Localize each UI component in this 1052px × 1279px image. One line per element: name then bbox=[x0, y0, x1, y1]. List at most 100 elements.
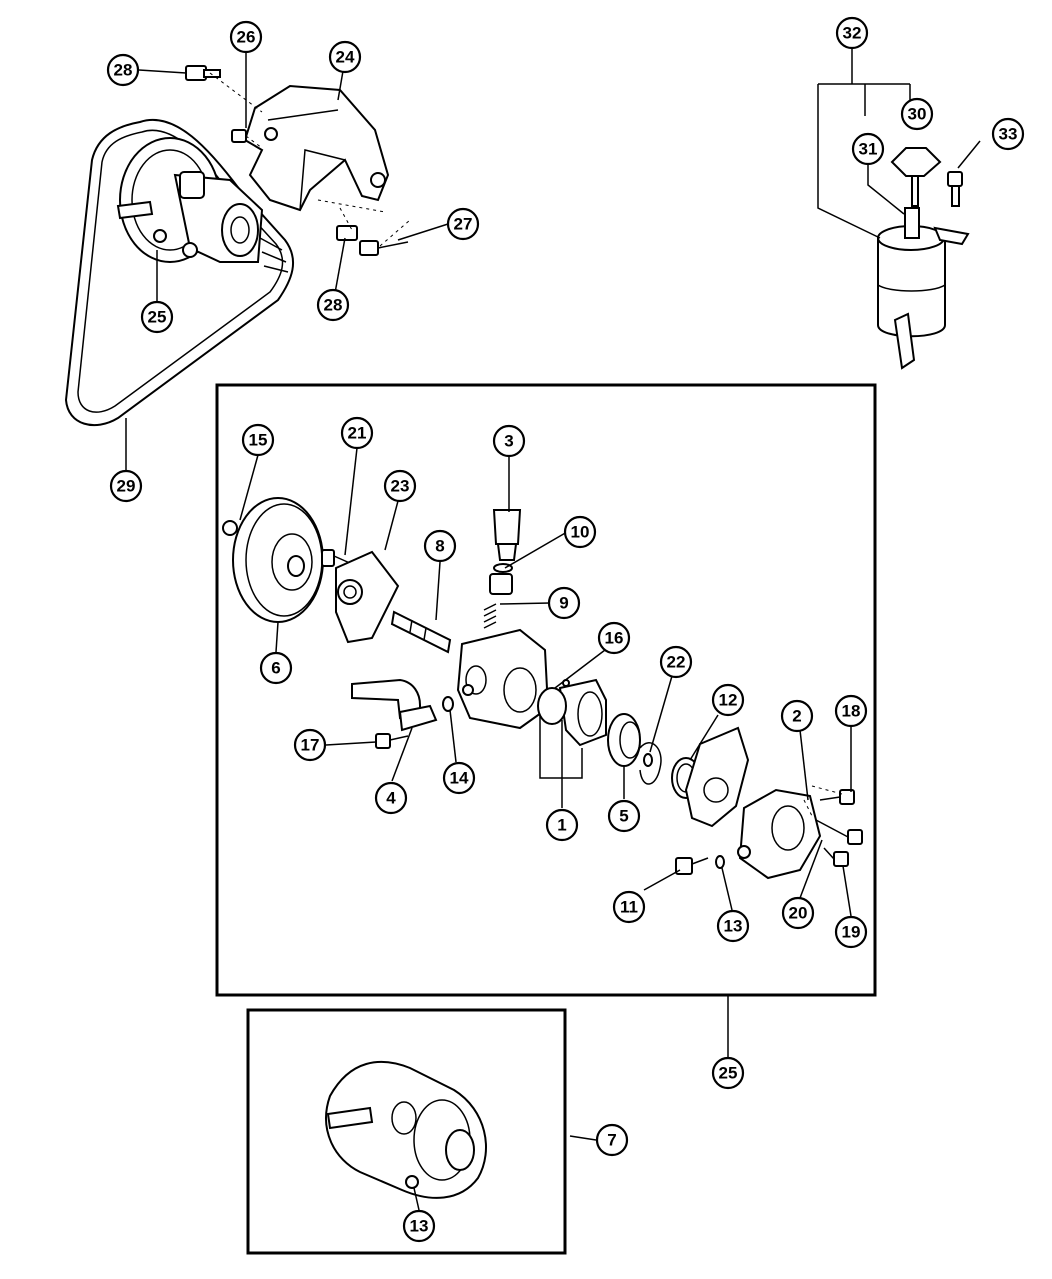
callout-19: 19 bbox=[834, 915, 868, 949]
svg-text:26: 26 bbox=[237, 28, 256, 47]
svg-text:18: 18 bbox=[842, 702, 861, 721]
callout-17: 17 bbox=[293, 728, 327, 762]
svg-text:5: 5 bbox=[619, 807, 628, 826]
callout-33: 33 bbox=[991, 117, 1025, 151]
callout-2: 2 bbox=[780, 699, 814, 733]
callout-21: 21 bbox=[340, 416, 374, 450]
callout-13: 13 bbox=[716, 909, 750, 943]
svg-text:24: 24 bbox=[336, 48, 355, 67]
svg-text:32: 32 bbox=[843, 24, 862, 43]
callout-11: 11 bbox=[612, 890, 646, 924]
callout-32: 32 bbox=[835, 16, 869, 50]
svg-text:28: 28 bbox=[324, 296, 343, 315]
callout-4: 4 bbox=[374, 781, 408, 815]
callout-26: 26 bbox=[229, 20, 263, 54]
svg-text:22: 22 bbox=[667, 653, 686, 672]
callout-24: 24 bbox=[328, 40, 362, 74]
bolt-17 bbox=[375, 733, 409, 749]
pressure-plate bbox=[607, 713, 641, 767]
callout-16: 16 bbox=[597, 621, 631, 655]
callout-28-top: 28 bbox=[106, 53, 140, 87]
svg-text:29: 29 bbox=[117, 477, 136, 496]
callout-15: 15 bbox=[241, 423, 275, 457]
callout-30: 30 bbox=[900, 97, 934, 131]
svg-text:13: 13 bbox=[724, 917, 743, 936]
callout-12: 12 bbox=[711, 683, 745, 717]
exploded-view-frame bbox=[215, 383, 877, 997]
reservoir bbox=[877, 207, 970, 370]
callout-18: 18 bbox=[834, 694, 868, 728]
callout-31: 31 bbox=[851, 132, 885, 166]
svg-text:12: 12 bbox=[719, 691, 738, 710]
gasket bbox=[684, 726, 750, 828]
o-ring-22 bbox=[643, 753, 653, 767]
callout-28-bottom: 28 bbox=[316, 288, 350, 322]
svg-text:27: 27 bbox=[454, 215, 473, 234]
union-fitting bbox=[675, 857, 709, 875]
svg-text:10: 10 bbox=[571, 523, 590, 542]
svg-text:17: 17 bbox=[301, 736, 320, 755]
callout-5: 5 bbox=[607, 799, 641, 833]
callout-20: 20 bbox=[781, 896, 815, 930]
callout-6: 6 bbox=[259, 651, 293, 685]
callout-22: 22 bbox=[659, 645, 693, 679]
svg-text:7: 7 bbox=[607, 1131, 616, 1150]
inlet-fitting bbox=[351, 678, 438, 732]
svg-text:4: 4 bbox=[386, 789, 396, 808]
svg-text:16: 16 bbox=[605, 629, 624, 648]
reservoir-bolt bbox=[947, 171, 963, 207]
svg-text:33: 33 bbox=[999, 125, 1018, 144]
flow-control-valve bbox=[492, 509, 522, 561]
drive-shaft bbox=[390, 610, 452, 654]
callout-27: 27 bbox=[446, 207, 480, 241]
rotor bbox=[537, 679, 570, 725]
svg-text:30: 30 bbox=[908, 105, 927, 124]
callout-25-frame: 25 bbox=[711, 1056, 745, 1090]
callout-29: 29 bbox=[109, 469, 143, 503]
leader-lines bbox=[125, 51, 981, 1211]
mount-plate bbox=[335, 550, 400, 644]
svg-text:11: 11 bbox=[620, 898, 638, 917]
assembled-pump-frame bbox=[246, 1008, 567, 1255]
svg-text:20: 20 bbox=[789, 904, 808, 923]
svg-text:8: 8 bbox=[435, 537, 444, 556]
bolts-upper bbox=[185, 65, 409, 256]
pump-bracket bbox=[243, 84, 390, 212]
svg-text:6: 6 bbox=[271, 659, 280, 678]
svg-text:21: 21 bbox=[348, 424, 367, 443]
callout-25-top: 25 bbox=[140, 300, 174, 334]
spool-spring bbox=[483, 573, 513, 629]
callout-3: 3 bbox=[492, 424, 526, 458]
o-ring-13 bbox=[715, 855, 725, 869]
svg-text:3: 3 bbox=[504, 432, 513, 451]
snap-ring bbox=[639, 742, 662, 785]
callout-8: 8 bbox=[423, 529, 457, 563]
svg-text:14: 14 bbox=[450, 769, 469, 788]
svg-text:25: 25 bbox=[719, 1064, 738, 1083]
o-ring-14 bbox=[442, 696, 454, 712]
callout-7: 7 bbox=[595, 1123, 629, 1157]
callout-13-bottom: 13 bbox=[402, 1209, 436, 1243]
bolts-rear bbox=[815, 789, 863, 867]
svg-text:13: 13 bbox=[410, 1217, 429, 1236]
pump-body bbox=[456, 628, 550, 730]
pump-complete bbox=[325, 1061, 487, 1199]
svg-text:31: 31 bbox=[859, 140, 878, 159]
reservoir-cap bbox=[890, 147, 942, 207]
power-steering-pump-assembly bbox=[116, 137, 264, 263]
rear-housing bbox=[737, 788, 822, 880]
bolt-21 bbox=[321, 549, 353, 567]
svg-text:1: 1 bbox=[557, 816, 566, 835]
svg-text:19: 19 bbox=[842, 923, 861, 942]
svg-text:15: 15 bbox=[249, 431, 268, 450]
callout-23: 23 bbox=[383, 469, 417, 503]
callout-10: 10 bbox=[563, 515, 597, 549]
cam-ring bbox=[558, 678, 607, 747]
svg-text:25: 25 bbox=[148, 308, 167, 327]
svg-text:23: 23 bbox=[391, 477, 410, 496]
callout-9: 9 bbox=[547, 586, 581, 620]
svg-text:9: 9 bbox=[559, 594, 568, 613]
callout-1: 1 bbox=[545, 808, 579, 842]
svg-text:28: 28 bbox=[114, 61, 133, 80]
